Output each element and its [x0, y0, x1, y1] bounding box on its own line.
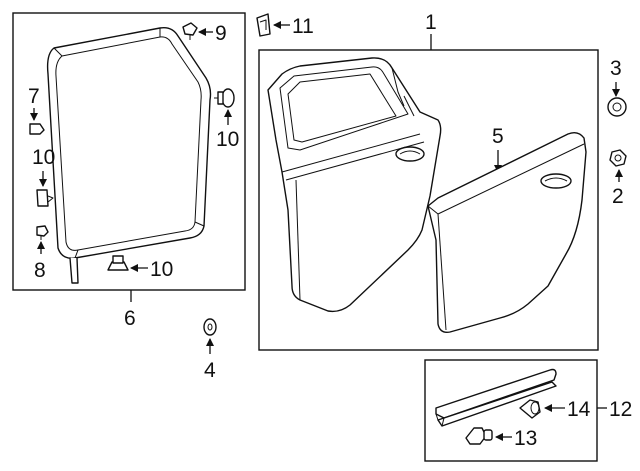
callout-3: 3 [610, 57, 622, 80]
clip-part-9[interactable] [182, 22, 198, 40]
clip-part-7[interactable] [29, 123, 45, 135]
door-group-box [258, 49, 599, 351]
callout-4: 4 [204, 359, 216, 382]
clip-part-8[interactable] [36, 225, 49, 240]
weatherstrip-group-box [12, 12, 246, 291]
callout-2: 2 [612, 185, 624, 208]
corner-piece-part-11[interactable] [256, 13, 271, 37]
callout-9: 9 [215, 22, 227, 45]
washer-part-4[interactable] [203, 318, 217, 336]
washer-part-3[interactable] [607, 97, 627, 117]
callout-6: 6 [124, 307, 136, 330]
door-group: 1 5 [258, 11, 599, 351]
callout-10-upper: 10 [216, 128, 239, 151]
callout-5: 5 [492, 125, 504, 148]
callout-11: 11 [292, 15, 314, 38]
nut-part-2[interactable] [609, 149, 627, 167]
clip-part-14[interactable] [519, 399, 541, 419]
callout-14: 14 [567, 398, 591, 421]
callout-10-left: 10 [32, 146, 55, 169]
callout-10-bottom: 10 [150, 258, 173, 281]
callout-1: 1 [425, 11, 437, 34]
clip-part-13[interactable] [465, 427, 493, 445]
clip-part-10-bottom[interactable] [107, 255, 129, 271]
belt-molding[interactable] [435, 368, 557, 427]
callout-8: 8 [34, 259, 46, 282]
clip-part-10-upper[interactable] [214, 88, 235, 108]
callout-13: 13 [514, 427, 537, 450]
molding-group-box [424, 359, 598, 462]
clip-part-10-left[interactable] [36, 189, 54, 207]
callout-7: 7 [28, 85, 40, 108]
molding-group: 14 13 [424, 359, 598, 462]
door-shell-part-1[interactable] [267, 57, 442, 313]
callout-12: 12 [609, 398, 632, 421]
weatherstrip-group: 9 10 7 10 8 [12, 12, 246, 330]
door-weatherstrip[interactable] [46, 26, 212, 284]
door-outer-skin-part-5[interactable] [427, 131, 587, 334]
